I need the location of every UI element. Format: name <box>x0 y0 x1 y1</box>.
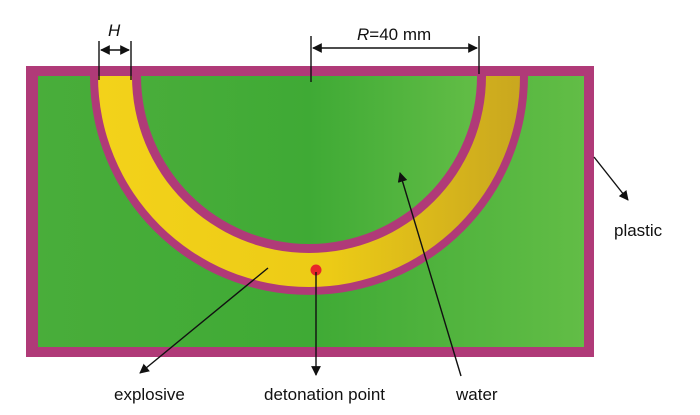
detonation-point-label: detonation point <box>264 385 385 404</box>
plastic-label: plastic <box>614 221 663 240</box>
explosive-leader-arrow <box>139 267 269 374</box>
r-dimension-label: R=40 mm <box>357 25 431 44</box>
h-dimension-label: H <box>108 21 121 40</box>
water-label: water <box>455 385 498 404</box>
detonation-point-marker <box>310 264 322 276</box>
explosive-label: explosive <box>114 385 185 404</box>
inner-water-region <box>141 76 477 244</box>
water-leader-arrow <box>397 172 462 377</box>
plastic-leader-arrow <box>593 156 629 201</box>
